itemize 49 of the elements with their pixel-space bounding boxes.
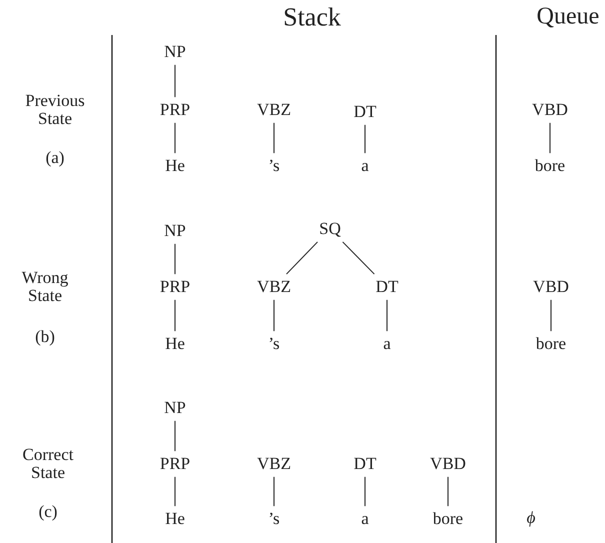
tree-node-label: NP: [162, 39, 188, 65]
column-heading: Queue: [536, 4, 600, 30]
row-label: (c): [38, 503, 58, 521]
tree-branch-line: [364, 476, 366, 507]
tree-node-label: bore: [534, 331, 568, 357]
row-label: (a): [44, 149, 66, 167]
tree-node-label: He: [163, 153, 187, 179]
tree-branch-line: [342, 241, 375, 275]
tree-node-label: bore: [532, 153, 568, 179]
tree-node-label: a: [359, 506, 371, 532]
tree-node-label: PRP: [158, 97, 192, 123]
column-heading: Stack: [283, 3, 341, 31]
row-label: Correct State: [22, 446, 74, 482]
tree-node-label: VBZ: [255, 451, 293, 477]
tree-node-label: ’s: [266, 331, 282, 357]
row-label: (b): [34, 328, 56, 346]
tree-node-label: VBD: [428, 451, 468, 477]
tree-branch-line: [364, 124, 366, 154]
tree-node-label: a: [381, 331, 393, 357]
tree-node-label: NP: [162, 395, 188, 421]
tree-branch-line: [174, 64, 176, 98]
tree-node-label: DT: [352, 99, 378, 125]
tree-node-label: ’s: [266, 506, 282, 532]
tree-branch-line: [174, 299, 176, 332]
tree-branch-line: [286, 241, 318, 275]
tree-node-label: VBZ: [255, 97, 293, 123]
tree-node-label: SQ: [317, 216, 343, 242]
tree-node-label: NP: [162, 218, 188, 244]
tree-branch-line: [174, 476, 176, 507]
tree-node-label: VBD: [531, 274, 571, 300]
tree-node-label: VBZ: [255, 274, 293, 300]
row-label: Wrong State: [20, 269, 70, 305]
tree-node-label: ’s: [266, 153, 282, 179]
tree-node-label: PRP: [158, 274, 192, 300]
tree-branch-line: [550, 299, 552, 332]
empty-symbol: ϕ: [526, 509, 536, 527]
tree-branch-line: [174, 243, 176, 275]
tree-node-label: VBD: [530, 97, 570, 123]
tree-branch-line: [174, 420, 176, 452]
tree-branch-line: [174, 122, 176, 154]
tree-node-label: DT: [352, 451, 378, 477]
tree-node-label: a: [359, 153, 371, 179]
tree-node-label: bore: [430, 506, 466, 532]
tree-node-label: He: [163, 331, 187, 357]
tree-node-label: PRP: [158, 451, 192, 477]
tree-node-label: He: [163, 506, 187, 532]
tree-branch-line: [386, 299, 388, 332]
row-label: Previous State: [24, 92, 86, 128]
tree-node-label: DT: [374, 274, 400, 300]
